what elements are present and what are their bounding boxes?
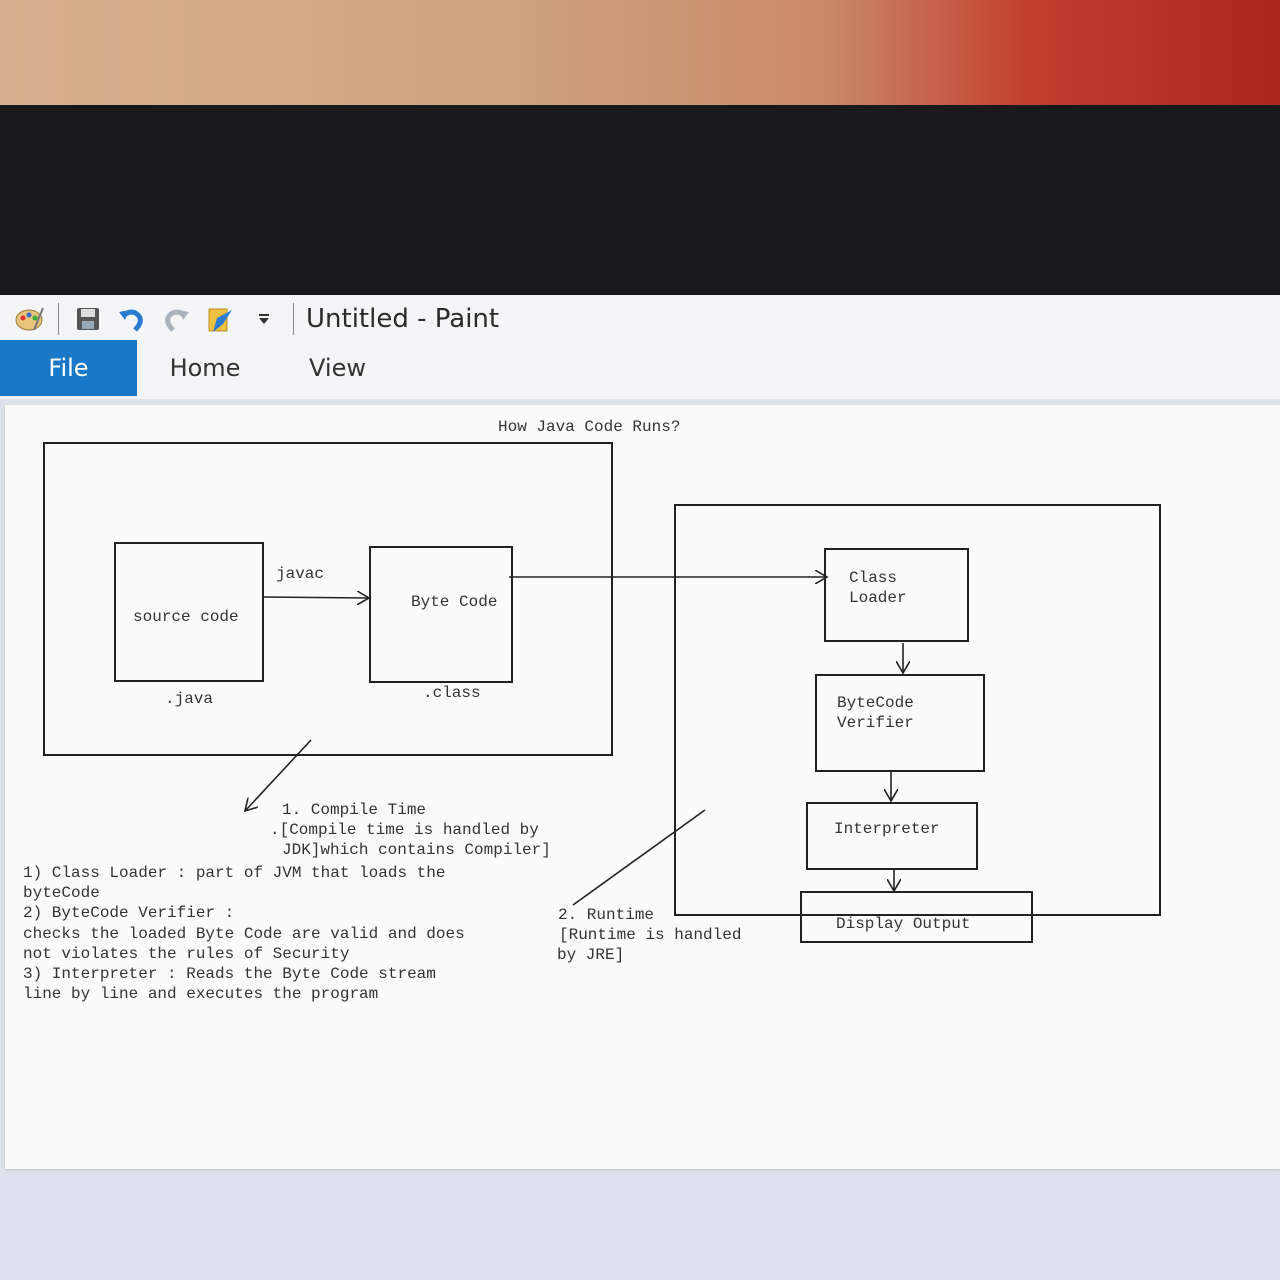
customize-icon[interactable]: [205, 304, 235, 334]
runtime-box: [674, 504, 1161, 916]
source-code-box: [114, 542, 264, 682]
dropdown-arrow-icon[interactable]: [249, 304, 279, 334]
display-output-box: [800, 891, 1033, 943]
runtime-line-3: by JRE]: [557, 946, 624, 964]
verifier-line-1: ByteCode: [837, 694, 914, 712]
compile-time-line-1: 1. Compile Time: [282, 801, 426, 819]
bytecode-verifier-box: [815, 674, 985, 772]
quick-access-toolbar: [0, 295, 294, 343]
runtime-pointer: [572, 809, 706, 906]
javac-label: javac: [276, 565, 324, 583]
diagram-heading: How Java Code Runs?: [498, 418, 680, 436]
paint-window: Untitled - Paint File Home View How Java…: [0, 295, 1280, 1280]
photo-background: [0, 0, 1280, 105]
java-extension-label: .java: [165, 690, 213, 708]
paint-app-icon[interactable]: [14, 304, 44, 334]
interpreter-box: [806, 802, 978, 870]
window-title: Untitled - Paint: [306, 304, 500, 334]
class-extension-label: .class: [423, 684, 481, 702]
ribbon-tabs: File Home View: [0, 340, 1280, 398]
byte-code-label: Byte Code: [411, 593, 497, 611]
redo-icon[interactable]: [161, 304, 191, 334]
title-separator: [293, 303, 294, 335]
byte-code-box: [369, 546, 513, 683]
notes-line-5: not violates the rules of Security: [23, 945, 350, 963]
compile-time-line-3: JDK]which contains Compiler]: [282, 841, 551, 859]
title-bar: Untitled - Paint: [0, 295, 1280, 343]
runtime-line-2: [Runtime is handled: [559, 926, 741, 944]
notes-line-3: 2) ByteCode Verifier :: [23, 904, 234, 922]
class-loader-line-2: Loader: [849, 589, 907, 607]
tab-home[interactable]: Home: [169, 354, 241, 382]
notes-line-7: line by line and executes the program: [23, 985, 378, 1003]
laptop-bezel: [0, 105, 1280, 295]
tab-view[interactable]: View: [309, 354, 366, 382]
tab-file[interactable]: File: [0, 340, 137, 396]
source-code-label: source code: [133, 608, 239, 626]
compile-time-box: [43, 442, 613, 756]
class-loader-line-1: Class: [849, 569, 897, 587]
workspace: How Java Code Runs? source code .java ja…: [0, 399, 1280, 1280]
notes-line-2: byteCode: [23, 884, 100, 902]
runtime-line-1: 2. Runtime: [558, 906, 654, 924]
save-icon[interactable]: [73, 304, 103, 334]
compile-time-pointer: [245, 739, 312, 811]
verifier-line-2: Verifier: [837, 714, 914, 732]
javac-arrow: [262, 597, 369, 598]
undo-icon[interactable]: [117, 304, 147, 334]
class-loader-box: [824, 548, 969, 642]
interpreter-label: Interpreter: [834, 820, 940, 838]
toolbar-separator: [58, 303, 59, 335]
notes-line-1: 1) Class Loader : part of JVM that loads…: [23, 864, 445, 882]
compile-time-line-2: .[Compile time is handled by: [270, 821, 539, 839]
drawing-canvas[interactable]: How Java Code Runs? source code .java ja…: [5, 405, 1280, 1169]
display-output-label: Display Output: [836, 915, 970, 933]
notes-line-6: 3) Interpreter : Reads the Byte Code str…: [23, 965, 436, 983]
notes-line-4: checks the loaded Byte Code are valid an…: [23, 925, 465, 943]
